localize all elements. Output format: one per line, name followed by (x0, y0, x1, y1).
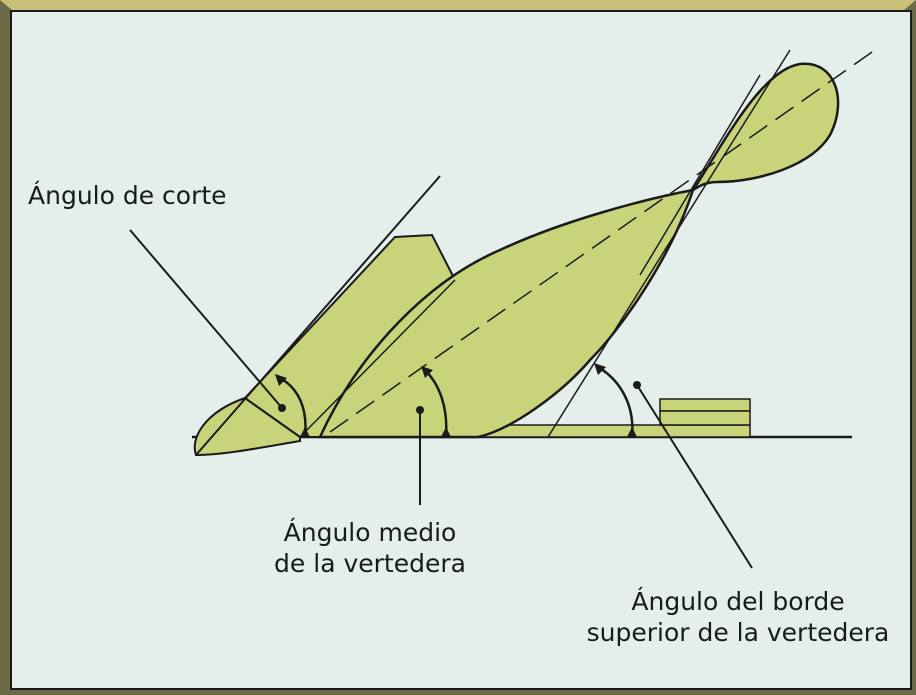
mean-angle-label-line1: Ángulo medio (283, 518, 457, 547)
cutting-angle-leader (129, 229, 283, 409)
arrow-head (300, 427, 310, 437)
top-edge-angle-label: Ángulo del borde superior de la verteder… (573, 586, 903, 648)
cutting-angle-guide (195, 175, 441, 456)
arrow-head (421, 366, 433, 378)
cutting-angle-label: Ángulo de corte (28, 181, 227, 210)
arrow-head (594, 363, 606, 375)
moldboard-body (318, 188, 695, 439)
leader-dot (633, 381, 641, 389)
landside-plate-lower (659, 410, 751, 426)
landside-bar (479, 424, 751, 438)
top-edge-angle-label-line1: Ángulo del borde (631, 587, 845, 616)
top-edge-angle-arc (597, 365, 634, 438)
curl-edge-line (639, 74, 761, 276)
mean-angle-label-line2: de la vertedera (274, 549, 466, 578)
landside-plate-upper (659, 398, 751, 412)
top-edge-angle-leader (636, 384, 753, 569)
arrow-head (627, 427, 637, 437)
leader-dot (278, 404, 286, 412)
leader-dot (416, 406, 424, 414)
mean-angle-label: Ángulo medio de la vertedera (255, 517, 485, 579)
top-edge-line (547, 49, 791, 438)
arrow-head (441, 427, 451, 437)
share-tip (193, 396, 301, 457)
cutting-section-edge (299, 279, 456, 438)
arrow-head (275, 374, 287, 386)
top-edge-angle-label-line2: superior de la vertedera (586, 618, 890, 647)
moldboard-axis (329, 49, 876, 433)
